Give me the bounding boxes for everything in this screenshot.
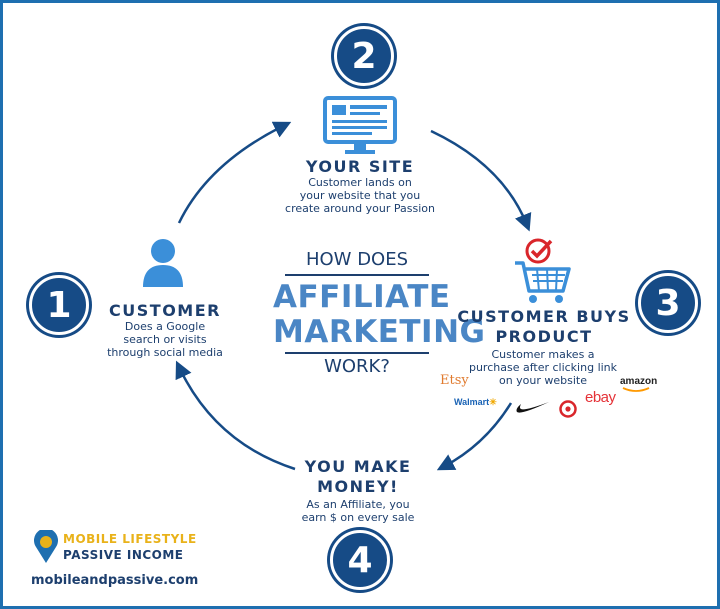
amazon-smile-icon	[622, 387, 650, 392]
map-pin-icon	[34, 530, 58, 563]
step-3-heading: CUSTOMER BUYS PRODUCT	[449, 307, 639, 347]
step-4-desc-line: As an Affiliate, you	[306, 498, 410, 511]
step-3-desc-line: on your website	[498, 374, 588, 387]
etsy-logo: Etsy	[440, 373, 469, 388]
step-3-number: 3	[638, 273, 698, 333]
ebay-logo: ebay	[585, 389, 616, 406]
step-4-heading-line: MONEY!	[317, 477, 399, 496]
step-1-heading: CUSTOMER	[109, 301, 221, 320]
step-1-desc-line: through social media	[107, 346, 223, 359]
amazon-logo: amazon	[620, 376, 657, 393]
brand-url[interactable]: mobileandpassive.com	[31, 573, 199, 588]
title-divider-bottom	[285, 352, 429, 354]
walmart-text: Walmart	[454, 397, 490, 407]
step-4-desc-line: earn $ on every sale	[301, 511, 415, 524]
step-3-description: Customer makes a purchase after clicking…	[443, 348, 643, 387]
step-2-description: Customer lands on your website that you …	[265, 176, 455, 215]
walmart-spark-icon: ✳	[489, 397, 497, 407]
step-2-desc-line: create around your Passion	[285, 202, 435, 215]
nike-swoosh-icon	[516, 402, 549, 413]
ebay-text: ebay	[585, 389, 616, 406]
step-4-description: As an Affiliate, you earn $ on every sal…	[283, 498, 433, 524]
step-3-heading-line: PRODUCT	[495, 327, 593, 346]
arrow-1-to-2	[177, 121, 292, 224]
walmart-logo: Walmart✳	[454, 397, 497, 408]
step-3-desc-line: Customer makes a	[491, 348, 595, 361]
step-2-desc-line: Customer lands on	[308, 176, 412, 189]
title-bottom: WORK?	[324, 356, 390, 377]
cycle-arrows	[175, 121, 532, 471]
step-1-desc-line: Does a Google	[124, 320, 206, 333]
arrow-3-to-4	[436, 402, 513, 471]
step-2-desc-line: your website that you	[299, 189, 421, 202]
brand-line-2: PASSIVE INCOME	[63, 548, 184, 562]
monitor-icon	[323, 96, 397, 154]
title-line-2: MARKETING	[273, 314, 486, 350]
step-1-number: 1	[29, 275, 89, 335]
person-icon	[143, 239, 183, 287]
shopping-cart-icon	[515, 238, 571, 303]
step-1-desc-line: search or visits	[123, 333, 207, 346]
step-3-desc-line: purchase after clicking link	[468, 361, 618, 374]
arrow-2-to-3	[430, 129, 532, 232]
step-2-heading: YOUR SITE	[305, 157, 415, 176]
step-2-number: 2	[334, 26, 394, 86]
step-4-heading-line: YOU MAKE	[304, 457, 412, 476]
target-bullseye-icon	[559, 400, 577, 418]
step-4-heading: YOU MAKE MONEY!	[283, 457, 433, 497]
title-top: HOW DOES	[305, 249, 409, 270]
amazon-text: amazon	[620, 376, 658, 387]
arrow-4-to-1	[175, 360, 296, 471]
step-3-heading-line: CUSTOMER BUYS	[457, 307, 631, 326]
step-1-description: Does a Google search or visits through s…	[93, 320, 237, 359]
step-4-number: 4	[330, 530, 390, 590]
brand-line-1: MOBILE LIFESTYLE	[63, 532, 197, 546]
title-divider-top	[285, 274, 429, 276]
title-line-1: AFFILIATE	[273, 279, 451, 315]
